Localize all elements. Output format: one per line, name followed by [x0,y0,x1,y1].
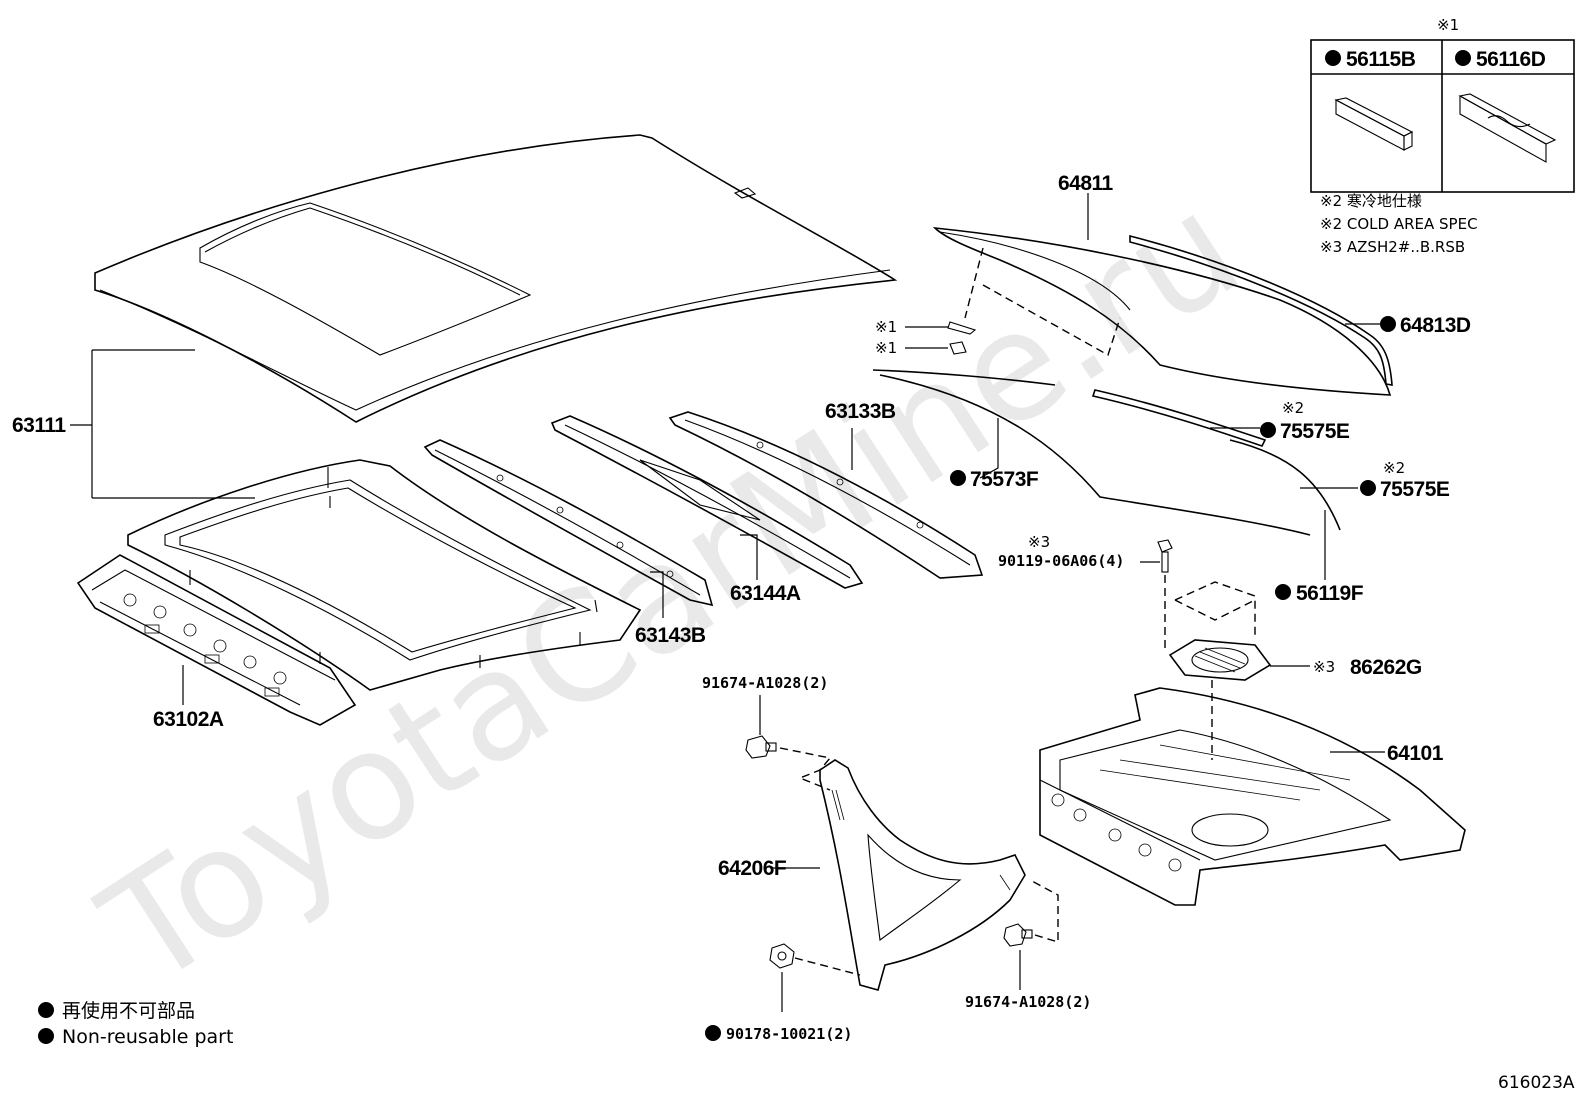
watermark: ToyotaCarMine.ru [74,161,1269,1021]
inset-label-56115B: 56115B [1346,48,1416,71]
inset-box: ※1 56115B 56116D [1310,16,1575,193]
leader-63143B [650,571,664,618]
label-86262G: 86262G [1350,656,1422,679]
brace-64206F [819,759,1026,991]
front-header-63102A [76,554,357,726]
legend: 再使用不可部品 Non-reusable part [38,1000,233,1048]
label-63102A: 63102A [153,708,224,731]
bolt-90119 [1157,539,1173,573]
inset-label-56116D: 56116D [1476,48,1546,71]
leader-63144A [740,534,758,580]
non-reusable-dot [950,470,966,486]
label-56119F: 56119F [1296,582,1364,605]
label-63144A: 63144A [730,582,801,605]
label-63133B: 63133B [825,400,896,423]
bolt-91674-bottom [1003,923,1033,947]
dam-strip-upper [872,369,1056,386]
non-reusable-dot [1260,422,1276,438]
label-75573F: 75573F [970,468,1039,491]
label-75575E-1: 75575E [1280,420,1350,443]
non-reusable-dot [1275,584,1291,600]
roof-bow-63143B [423,439,714,607]
label-63111: 63111 [12,414,66,437]
inset-mark: ※1 [1437,16,1459,34]
spacer-56115B-drawing [1334,97,1414,151]
mark-1a: ※1 [875,318,897,336]
label-75575E-2: 75575E [1380,478,1450,501]
label-64813D: 64813D [1400,314,1471,337]
spacer-56116D-drawing [1458,93,1557,163]
package-tray-64101 [1039,687,1466,906]
nut-90178 [769,943,795,969]
non-reusable-dot [1455,50,1471,66]
note-model: ※3 AZSH2#..B.RSB [1320,238,1465,256]
weatherstrip-75575E-upper [1091,389,1267,447]
roof-bow-63144A [550,415,864,589]
non-reusable-dot [1380,316,1396,332]
legend-jp: 再使用不可部品 [62,1000,195,1022]
speaker-bracket-86262G [1168,639,1272,681]
legend-dot [38,1028,54,1044]
mark-2a: ※2 [1282,399,1304,417]
non-reusable-dot [1360,480,1376,496]
legend-dot [38,1002,54,1018]
note-cold-area-en: ※2 COLD AREA SPEC [1320,215,1478,233]
non-reusable-dot [705,1025,721,1041]
label-90178: 90178-10021(2) [726,1025,852,1043]
leader-75573F [979,418,999,479]
non-reusable-dot [1325,50,1341,66]
spacer-part-2 [949,341,967,355]
label-63143B: 63143B [635,624,706,647]
roof-bow-63133B [668,411,984,579]
weatherstrip-75575E-lower [1229,439,1341,531]
label-64206F: 64206F [718,857,787,880]
label-64811: 64811 [1058,172,1114,195]
diagram-code: 616023A [1498,1073,1575,1093]
dam-75573F [879,374,1311,536]
legend-en: Non-reusable part [62,1026,233,1048]
molding-64813D [1129,234,1393,386]
spacer-part-1 [947,321,977,335]
note-cold-area-jp: ※2 寒冷地仕様 [1320,192,1422,210]
label-90119-06A06: 90119-06A06(4) [998,552,1124,570]
mark-2b: ※2 [1383,459,1405,477]
bolt-91674-top [745,735,777,759]
label-64101: 64101 [1387,742,1444,765]
label-91674-top: 91674-A1028(2) [702,674,828,692]
mark-3b: ※3 [1313,658,1335,676]
mark-3a: ※3 [1028,533,1050,551]
label-91674-bottom: 91674-A1028(2) [965,993,1091,1011]
roof-panel-63111 [94,134,898,423]
back-window-glass-64811 [932,226,1392,396]
leader-63111 [70,349,255,499]
mark-1b: ※1 [875,339,897,357]
